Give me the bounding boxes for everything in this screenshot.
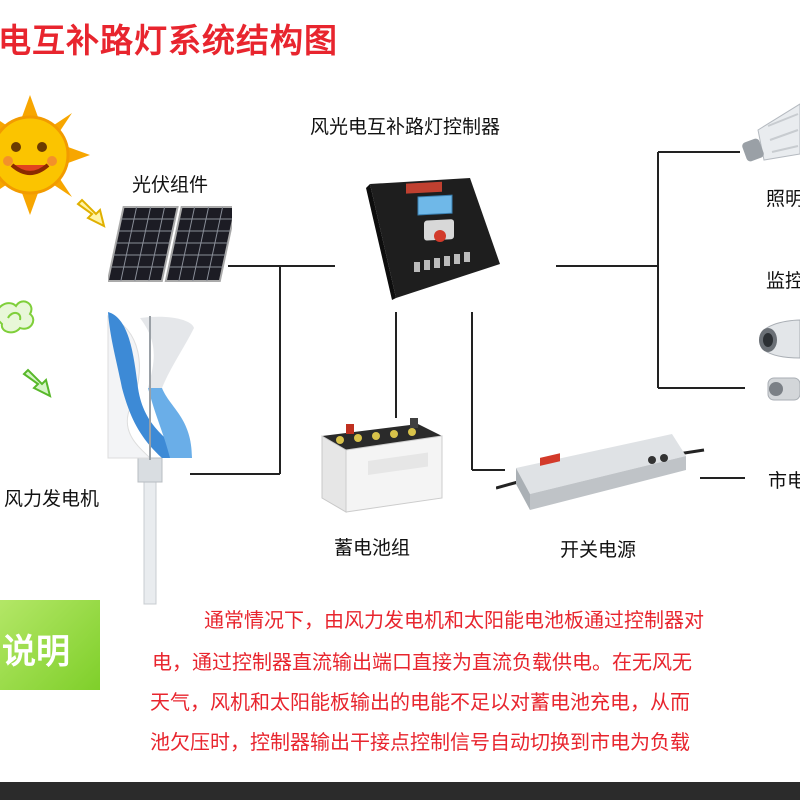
wind-arrow-icon — [22, 368, 52, 398]
lamp-icon — [742, 103, 800, 162]
wind-turbine-icon — [107, 312, 194, 605]
power-supply-icon — [496, 434, 705, 510]
sunlight-arrow-icon — [76, 198, 106, 228]
camera-icon — [759, 319, 800, 401]
wind-icon — [0, 300, 35, 334]
description-heading: 说明 — [2, 632, 70, 672]
battery-icon — [321, 418, 443, 513]
wind-label: 风力发电机 — [4, 488, 100, 510]
lighting-label: 照明 — [766, 188, 800, 210]
battery-label: 蓄电池组 — [334, 537, 411, 559]
description-line-3: 天气，风机和太阳能板输出的电能不足以对蓄电池充电，从而 — [150, 690, 690, 714]
controller-label: 风光电互补路灯控制器 — [310, 116, 501, 138]
grid-label: 市电 — [768, 470, 800, 492]
bottom-bar — [0, 782, 800, 800]
pv-label: 光伏组件 — [132, 174, 209, 196]
monitor-label: 监控 — [766, 270, 800, 292]
controller-device-icon — [366, 178, 500, 300]
solar-panel-icon — [108, 206, 232, 282]
description-line-4: 池欠压时，控制器输出干接点控制信号自动切换到市电为负载 — [150, 730, 690, 754]
description-line-2: 电，通过控制器直流输出端口直接为直流负载供电。在无风无 — [152, 650, 692, 674]
diagram-title: 电互补路灯系统结构图 — [0, 21, 338, 60]
sun-icon — [0, 95, 90, 215]
description-heading-box — [0, 600, 100, 690]
psu-label: 开关电源 — [560, 539, 637, 561]
description-line-1: 通常情况下，由风力发电机和太阳能电池板通过控制器对 — [204, 608, 704, 632]
